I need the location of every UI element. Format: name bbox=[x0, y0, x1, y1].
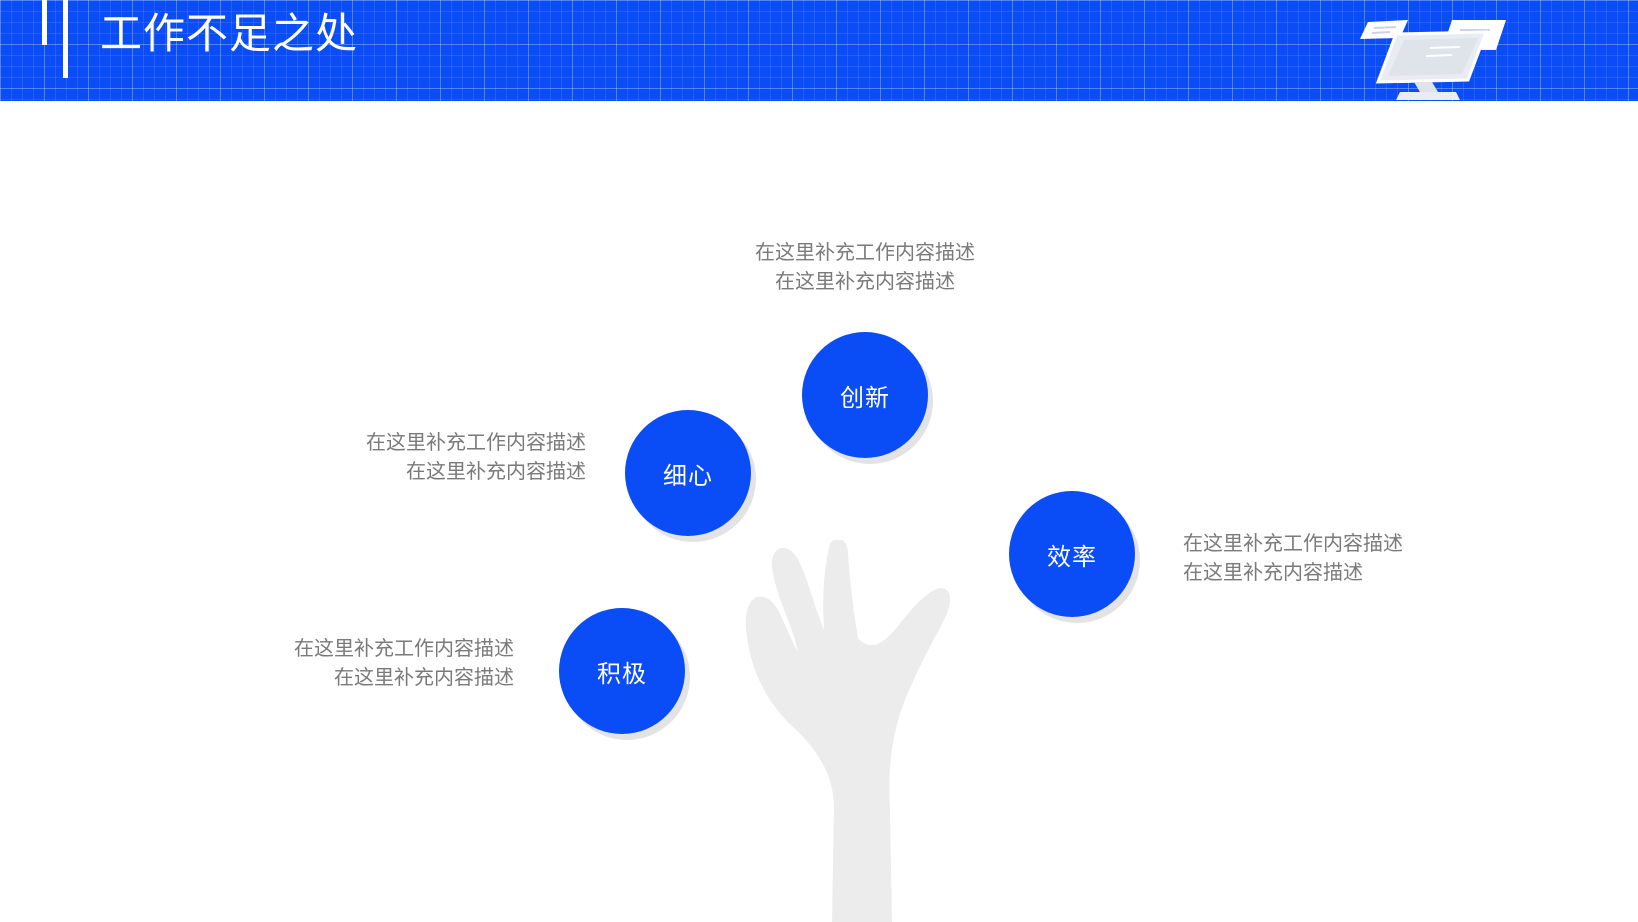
node-description: 在这里补充工作内容描述 在这里补充内容描述 bbox=[640, 238, 1090, 296]
header-banner: 工作不足之处 bbox=[0, 0, 1638, 101]
node-label: 效率 bbox=[1047, 542, 1097, 571]
description-line: 在这里补充工作内容描述 bbox=[294, 636, 514, 660]
node-active[interactable]: 积极 bbox=[559, 608, 685, 734]
description-line: 在这里补充内容描述 bbox=[406, 459, 586, 483]
description-line: 在这里补充工作内容描述 bbox=[1183, 531, 1403, 555]
description-line: 在这里补充工作内容描述 bbox=[755, 240, 975, 264]
node-innovation[interactable]: 创新 bbox=[802, 332, 928, 458]
description-line: 在这里补充内容描述 bbox=[334, 665, 514, 689]
laptop-icon bbox=[1360, 20, 1506, 100]
node-description: 在这里补充工作内容描述 在这里补充内容描述 bbox=[214, 634, 514, 692]
accent-bar bbox=[42, 0, 47, 45]
hand-icon bbox=[745, 540, 950, 922]
node-description: 在这里补充工作内容描述 在这里补充内容描述 bbox=[286, 428, 586, 486]
description-line: 在这里补充内容描述 bbox=[1183, 560, 1363, 584]
node-careful[interactable]: 细心 bbox=[625, 410, 751, 536]
description-line: 在这里补充工作内容描述 bbox=[366, 430, 586, 454]
node-efficiency[interactable]: 效率 bbox=[1009, 491, 1135, 617]
page-title: 工作不足之处 bbox=[100, 9, 359, 58]
node-label: 积极 bbox=[597, 659, 647, 688]
node-label: 创新 bbox=[840, 383, 890, 412]
accent-bar bbox=[63, 0, 68, 78]
node-description: 在这里补充工作内容描述 在这里补充内容描述 bbox=[1183, 529, 1483, 587]
description-line: 在这里补充内容描述 bbox=[775, 269, 955, 293]
node-label: 细心 bbox=[663, 461, 713, 490]
